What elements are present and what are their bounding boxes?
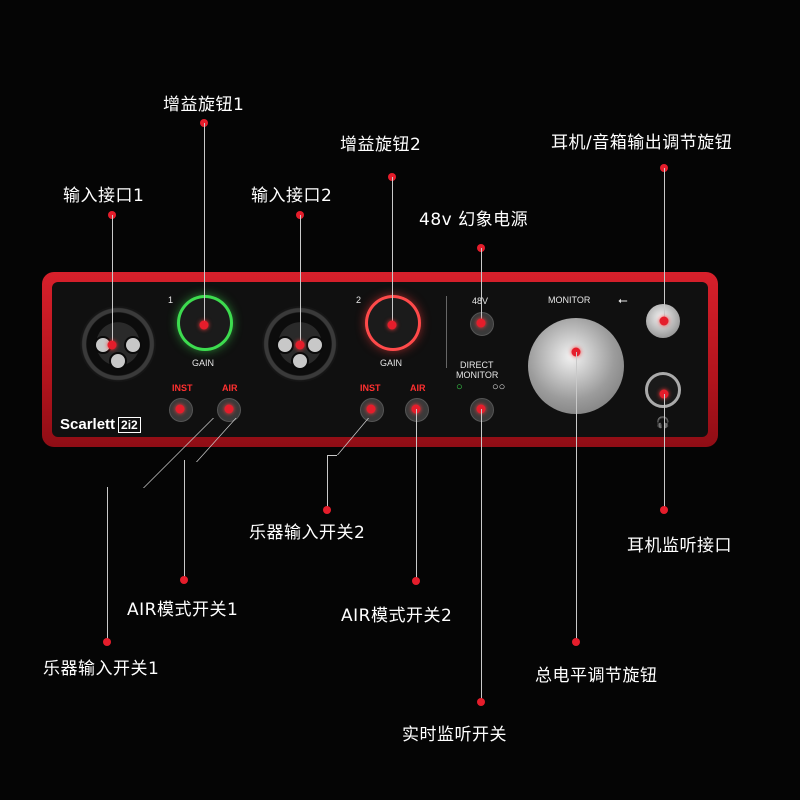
marker-inst-1 — [175, 404, 185, 414]
callout-line-air-2 — [416, 409, 417, 581]
air-button-1[interactable] — [217, 398, 241, 422]
label-direct-monitor-switch: 实时监听开关 — [402, 725, 507, 745]
label-air-mode-2: AIR模式开关2 — [341, 606, 453, 626]
callout-line-master-level — [576, 352, 577, 642]
usb-icon: ⭠ — [618, 293, 628, 307]
callout-dot-air-1 — [180, 576, 188, 584]
callout-line-phantom — [481, 248, 482, 323]
callout-dot-direct-monitor — [477, 698, 485, 706]
marker-input-1 — [107, 340, 117, 350]
air-label-1: AIR — [222, 383, 238, 393]
marker-gain-2 — [387, 320, 397, 330]
direct-monitor-mono-icon: ○ — [456, 381, 463, 393]
marker-inst-2 — [366, 404, 376, 414]
label-instrument-switch-1: 乐器输入开关1 — [43, 659, 160, 679]
headphone-icon: 🎧 — [656, 417, 670, 429]
marker-input-2 — [295, 340, 305, 350]
marker-phantom — [476, 318, 486, 328]
combo-input-2[interactable] — [262, 306, 338, 382]
callout-dot-master-level — [572, 638, 580, 646]
phantom-label: 48V — [472, 296, 489, 306]
callout-line-inst-1-a — [107, 487, 108, 642]
callout-line-hp-knob — [664, 168, 665, 321]
monitor-label: MONITOR — [548, 295, 591, 305]
label-gain-knob-1: 增益旋钮1 — [163, 95, 245, 115]
callout-dot-inst-1 — [103, 638, 111, 646]
callout-dot-inst-2 — [323, 506, 331, 514]
direct-monitor-stereo-icon: ○○ — [492, 381, 506, 393]
marker-air-1 — [224, 404, 234, 414]
label-instrument-switch-2: 乐器输入开关2 — [249, 523, 366, 543]
callout-dot-hp-jack — [660, 506, 668, 514]
callout-line-gain-2 — [392, 177, 393, 325]
channel-2-number: 2 — [356, 295, 362, 305]
callout-line-direct-monitor — [481, 409, 482, 702]
label-headphone-jack: 耳机监听接口 — [627, 536, 732, 556]
callout-line-input-2 — [300, 215, 301, 345]
marker-hp-knob — [659, 316, 669, 326]
label-gain-knob-2: 增益旋钮2 — [340, 135, 422, 155]
label-phantom-power: 48v 幻象电源 — [419, 210, 529, 230]
direct-monitor-label: MONITOR — [456, 370, 499, 380]
label-headphone-speaker-knob: 耳机/音箱输出调节旋钮 — [551, 133, 733, 153]
air-label-2: AIR — [410, 383, 426, 393]
panel-divider — [446, 296, 447, 368]
label-input-port-1: 输入接口1 — [63, 186, 145, 206]
callout-line-hp-jack — [664, 394, 665, 510]
marker-gain-1 — [199, 320, 209, 330]
inst-label-2: INST — [360, 383, 381, 393]
direct-label: DIRECT — [460, 360, 494, 370]
combo-input-1[interactable] — [80, 306, 156, 382]
gain-label-2: GAIN — [380, 358, 403, 368]
inst-button-2[interactable] — [360, 398, 384, 422]
callout-line-gain-1 — [204, 123, 205, 325]
gain-label-1: GAIN — [192, 358, 215, 368]
callout-line-air-1-a — [184, 460, 185, 580]
air-button-2[interactable] — [405, 398, 429, 422]
callout-line-inst-2-b — [327, 455, 337, 456]
callout-line-inst-2-a — [327, 455, 328, 510]
callout-dot-air-2 — [412, 577, 420, 585]
inst-label-1: INST — [172, 383, 193, 393]
label-input-port-2: 输入接口2 — [251, 186, 333, 206]
label-master-level-knob: 总电平调节旋钮 — [535, 666, 658, 686]
label-air-mode-1: AIR模式开关1 — [127, 600, 239, 620]
channel-1-number: 1 — [168, 295, 174, 305]
callout-line-input-1 — [112, 215, 113, 345]
